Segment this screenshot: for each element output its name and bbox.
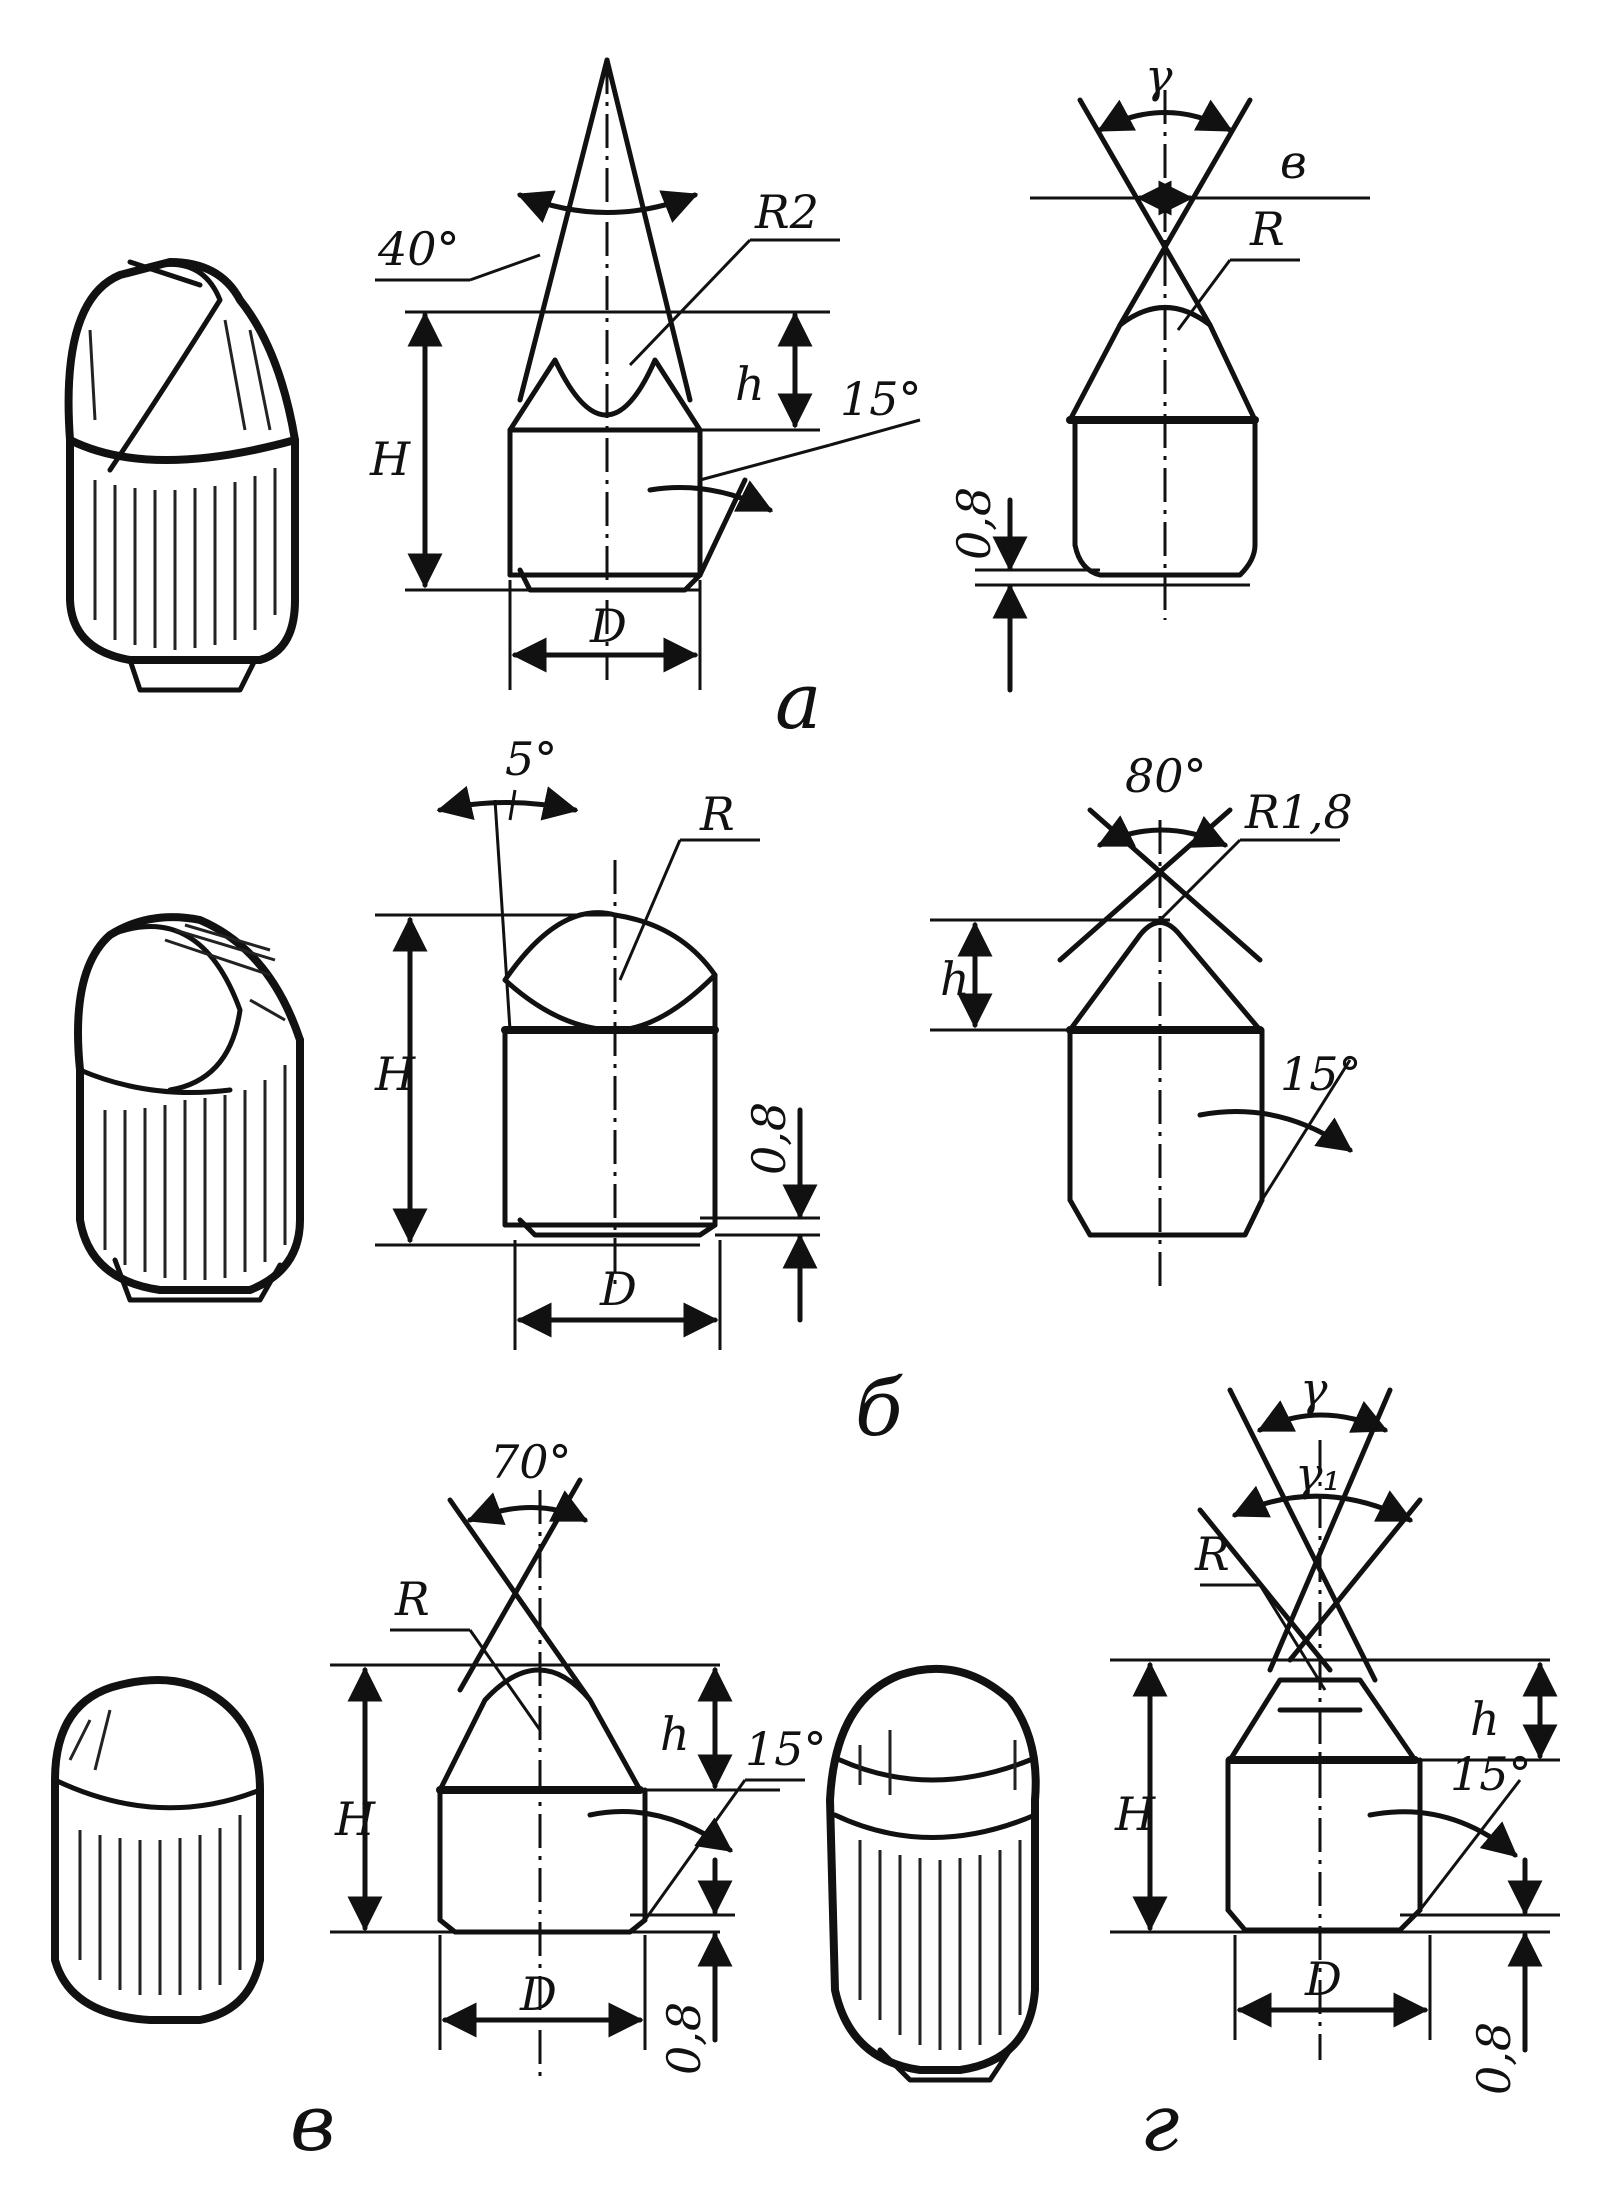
label-a-side-width-v: в — [1280, 135, 1307, 189]
label-g-angle-15: 15° — [1450, 1747, 1532, 1801]
label-v-height-h-total: H — [334, 1792, 376, 1846]
label-b-side-radius-r18: R1,8 — [1244, 785, 1353, 839]
label-g-height-h-total: H — [1114, 1787, 1156, 1841]
label-v-angle-70: 70° — [490, 1435, 572, 1489]
label-a-height-h-total: H — [369, 432, 411, 486]
bit-g-3d-sketch — [826, 1664, 1040, 2083]
label-b-radius-r: R — [699, 787, 735, 841]
label-a-radius-r2: R2 — [754, 185, 819, 239]
panel-letter-g: г — [1140, 2079, 1179, 2169]
figure-v — [51, 1477, 805, 2080]
label-a-diameter-d: D — [589, 599, 627, 653]
bit-a-3d-sketch — [64, 258, 299, 693]
label-b-side-height-h: h — [940, 952, 970, 1006]
figure-g — [826, 1387, 1560, 2083]
label-a-angle-40: 40° — [377, 222, 460, 276]
bit-b-3d-sketch — [74, 913, 304, 1303]
panel-letter-a: а — [775, 657, 822, 747]
label-g-angle-gamma1: γ₁ — [1295, 1447, 1341, 1501]
label-b-diameter-d: D — [599, 1262, 637, 1316]
label-v-diameter-d: D — [519, 1967, 557, 2021]
label-b-angle-5: 5° — [505, 732, 557, 786]
bit-b-front-view — [375, 785, 820, 1350]
label-a-angle-15: 15° — [840, 372, 922, 426]
label-g-chamfer-08: 0,8 — [1467, 2022, 1521, 2095]
label-g-angle-gamma: γ — [1300, 1362, 1328, 1416]
bit-b-side-view — [930, 807, 1353, 1290]
label-b-side-angle-15: 15° — [1280, 1047, 1362, 1101]
label-a-side-radius-r: R — [1249, 202, 1285, 256]
bit-a-front-view — [375, 57, 921, 690]
label-a-side-gamma: γ — [1145, 49, 1173, 103]
label-v-height-h-tip: h — [660, 1707, 690, 1761]
label-g-radius-r: R — [1194, 1527, 1230, 1581]
bit-v-3d-sketch — [51, 1676, 264, 2024]
bit-a-side-view — [975, 90, 1370, 693]
label-b-height-h-total: H — [374, 1047, 416, 1101]
label-g-diameter-d: D — [1304, 1952, 1342, 2006]
label-v-angle-15: 15° — [745, 1722, 827, 1776]
panel-letter-b: б — [855, 1364, 903, 1454]
label-a-side-chamfer-08: 0,8 — [947, 487, 1001, 560]
bit-g-front-view — [1110, 1387, 1560, 2060]
panel-letter-v: в — [290, 2079, 335, 2169]
figure-b — [74, 785, 1353, 1350]
label-a-height-h-tip: h — [735, 357, 765, 411]
bit-v-front-view — [330, 1477, 805, 2080]
label-v-radius-r: R — [394, 1572, 430, 1626]
label-b-side-angle-80: 80° — [1125, 749, 1207, 803]
figure-a — [64, 57, 1370, 693]
label-v-chamfer-08: 0,8 — [657, 2002, 711, 2075]
label-g-height-h-tip: h — [1470, 1692, 1500, 1746]
label-b-chamfer-08: 0,8 — [742, 1102, 796, 1175]
